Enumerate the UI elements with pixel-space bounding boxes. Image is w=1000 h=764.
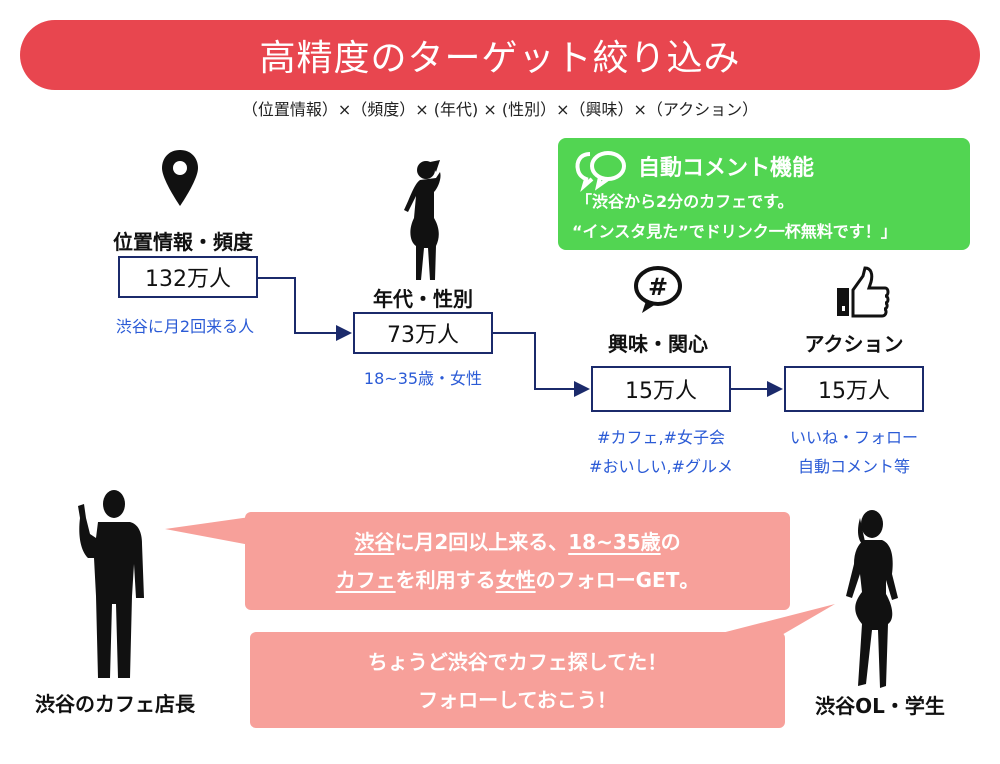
arrow <box>258 277 352 341</box>
owner-label: 渋谷のカフェ店長 <box>35 692 195 716</box>
step-note: 渋谷に月2回来る人 <box>115 317 255 336</box>
step-count-box: 132万人 <box>118 256 258 298</box>
step-note: 18~35歳・女性 <box>363 369 483 388</box>
thumbs-up-icon <box>837 266 890 318</box>
step-count-box: 15万人 <box>591 366 731 412</box>
step-note: #カフェ,#女子会 <box>597 428 725 447</box>
speech-line: カフェを利用する女性のフォローGET。 <box>335 568 700 592</box>
arrow <box>493 332 590 397</box>
location-pin-icon <box>162 150 198 206</box>
hashtag-bubble-icon: # <box>634 266 682 313</box>
speech-line: ちょうど渋谷でカフェ探してた！ <box>367 650 668 674</box>
page-title: 高精度のターゲット絞り込み <box>259 38 741 79</box>
customer-label: 渋谷OL・学生 <box>815 694 945 718</box>
step-label: 興味・関心 <box>608 332 708 356</box>
auto-comment-box: 自動コメント機能 「渋谷から2分のカフェです。 “インスタ見た”でドリンク一杯無… <box>558 138 970 250</box>
owner-speech-bubble: 渋谷に月2回以上来る、18~35歳の カフェを利用する女性のフォローGET。 <box>245 512 790 610</box>
woman-silhouette-icon <box>404 160 441 280</box>
auto-comment-title: 自動コメント機能 <box>638 156 815 181</box>
speech-tail <box>710 604 835 636</box>
title-banner: 高精度のターゲット絞り込み <box>20 20 980 90</box>
step-label: 位置情報・頻度 <box>113 230 253 254</box>
speech-tail <box>165 517 250 545</box>
woman-silhouette-icon <box>846 510 898 688</box>
step-count-box: 15万人 <box>784 366 924 412</box>
auto-comment-line: 「渋谷から2分のカフェです。 <box>576 192 794 211</box>
speech-line: 渋谷に月2回以上来る、18~35歳の <box>354 530 681 554</box>
man-silhouette-icon <box>78 490 144 678</box>
svg-text:#: # <box>648 273 668 301</box>
step-note: #おいしい,#グルメ <box>589 457 733 476</box>
speech-line: フォローしておこう！ <box>418 688 617 712</box>
step-count-box: 73万人 <box>353 312 493 354</box>
step-note: いいね・フォロー <box>789 428 918 447</box>
auto-comment-line: “インスタ見た”でドリンク一杯無料です！」 <box>572 222 897 241</box>
subtitle: （位置情報）×（頻度）× (年代) × (性別）×（興味）×（アクション） <box>241 100 759 119</box>
step-note: 自動コメント等 <box>797 457 910 476</box>
speech-bubbles-icon <box>575 151 626 192</box>
step-label: アクション <box>804 332 904 356</box>
customer-speech-bubble: ちょうど渋谷でカフェ探してた！ フォローしておこう！ <box>250 632 785 728</box>
step-label: 年代・性別 <box>373 287 473 311</box>
